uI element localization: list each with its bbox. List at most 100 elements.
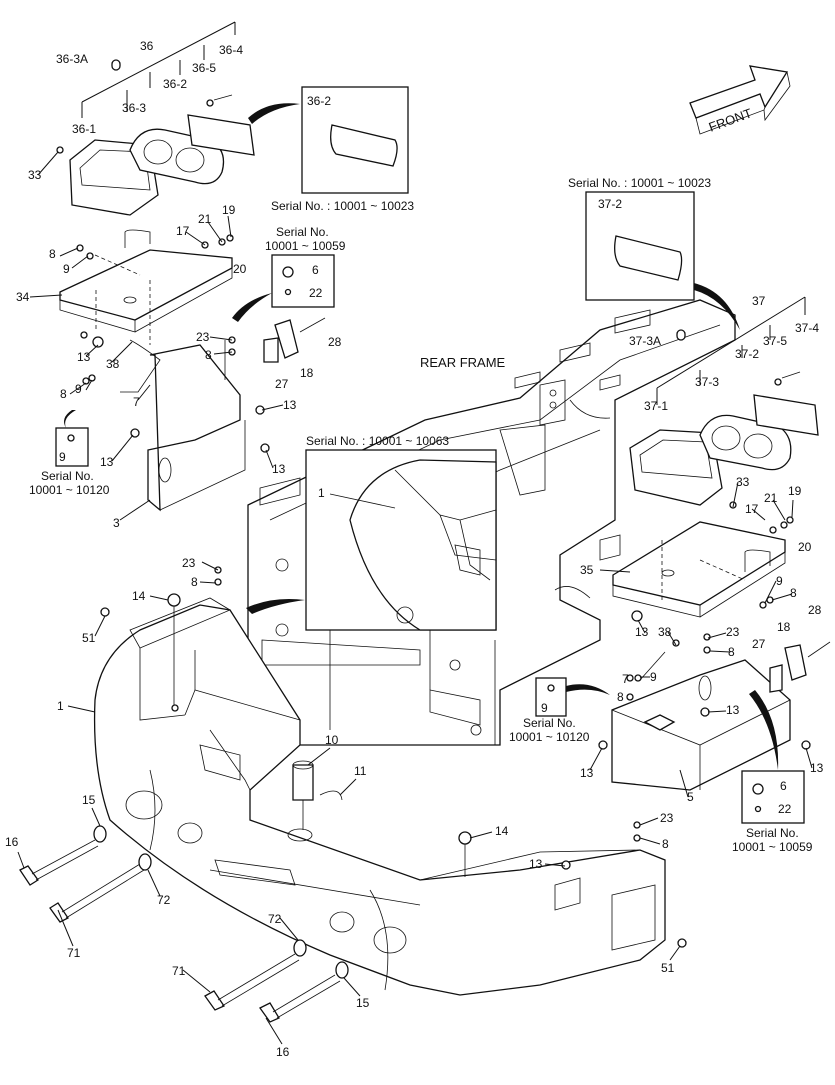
callout-7-left: 7 bbox=[133, 395, 140, 409]
callout-28-right: 28 bbox=[808, 603, 822, 617]
callout-19-left: 19 bbox=[222, 203, 236, 217]
inset-36-2-label: 36-2 bbox=[307, 94, 331, 108]
callout-7-right: 7 bbox=[622, 672, 629, 686]
inset-right-serial-head: Serial No. bbox=[746, 826, 799, 840]
callout-36-3a: 36-3A bbox=[56, 52, 88, 66]
bracket-5 bbox=[598, 501, 831, 791]
lamp-assembly-37 bbox=[629, 296, 819, 506]
inset-right-22: 22 bbox=[778, 802, 792, 816]
callout-37-5: 37-5 bbox=[763, 334, 787, 348]
inset-9-left-label: 9 bbox=[59, 450, 66, 464]
inset-9-left: 9 Serial No. 10001 ~ 10120 bbox=[29, 410, 110, 497]
inset-36-2: 36-2 Serial No. : 10001 ~ 10023 bbox=[248, 86, 414, 213]
callout-20-left: 20 bbox=[233, 262, 247, 276]
callout-labels: 36 36-3A 36-4 36-5 36-2 36-3 36-1 33 8 9… bbox=[5, 39, 824, 1059]
callout-23-left: 23 bbox=[196, 330, 210, 344]
callout-8-left-mid: 8 bbox=[205, 348, 212, 362]
callout-37: 37 bbox=[752, 294, 766, 308]
rear-frame-label: REAR FRAME bbox=[420, 355, 506, 370]
callout-9-left-top: 9 bbox=[63, 262, 70, 276]
callout-36-4: 36-4 bbox=[219, 43, 243, 57]
callout-8-right-top: 8 bbox=[790, 586, 797, 600]
lamp-assembly-36 bbox=[56, 21, 255, 216]
callout-71-right: 71 bbox=[172, 964, 186, 978]
callout-34: 34 bbox=[16, 290, 30, 304]
callout-13-cw: 13 bbox=[529, 857, 543, 871]
callout-1: 1 bbox=[57, 699, 64, 713]
callout-14-right: 14 bbox=[495, 824, 509, 838]
inset-37-2-serial: Serial No. : 10001 ~ 10023 bbox=[568, 176, 711, 190]
callout-37-3: 37-3 bbox=[695, 375, 719, 389]
inset-1: 1 Serial No. : 10001 ~ 10063 bbox=[246, 434, 497, 631]
inset-1-serial: Serial No. : 10001 ~ 10063 bbox=[306, 434, 449, 448]
inset-left-serial-head: Serial No. bbox=[276, 225, 329, 239]
callout-8-left-low: 8 bbox=[60, 387, 67, 401]
leader-lines bbox=[17, 151, 813, 1045]
callout-37-1: 37-1 bbox=[644, 399, 668, 413]
callout-23-right: 23 bbox=[726, 625, 740, 639]
inset-right-serial-range: 10001 ~ 10059 bbox=[732, 840, 813, 854]
counterweight-1 bbox=[93, 566, 687, 996]
front-arrow: FRONT bbox=[689, 65, 791, 135]
callout-37-3a: 37-3A bbox=[629, 334, 661, 348]
inset-9-left-serial-head: Serial No. bbox=[41, 469, 94, 483]
inset-9-right-serial-head: Serial No. bbox=[523, 716, 576, 730]
inset-36-2-serial: Serial No. : 10001 ~ 10023 bbox=[271, 199, 414, 213]
callout-8-right-mid: 8 bbox=[728, 645, 735, 659]
callout-11: 11 bbox=[354, 764, 367, 778]
callout-9-right-low: 9 bbox=[650, 670, 657, 684]
callout-51-right: 51 bbox=[661, 961, 675, 975]
inset-left-22: 22 bbox=[309, 286, 323, 300]
callout-8-left-top: 8 bbox=[49, 247, 56, 261]
callout-36-1: 36-1 bbox=[72, 122, 96, 136]
inset-37-2-label: 37-2 bbox=[598, 197, 622, 211]
callout-38-left: 38 bbox=[106, 357, 120, 371]
callout-8-cw-left: 8 bbox=[191, 575, 198, 589]
callout-13-left-b: 13 bbox=[283, 398, 297, 412]
callout-16-left: 16 bbox=[5, 835, 19, 849]
callout-10: 10 bbox=[325, 733, 339, 747]
callout-37-2: 37-2 bbox=[735, 347, 759, 361]
bracket-35 bbox=[612, 521, 786, 618]
inset-9-left-serial-range: 10001 ~ 10120 bbox=[29, 483, 110, 497]
callout-36: 36 bbox=[140, 39, 154, 53]
callout-13-right-b: 13 bbox=[726, 703, 740, 717]
bracket-3 bbox=[76, 234, 326, 512]
callout-13-left-d: 13 bbox=[272, 462, 286, 476]
inset-1-label: 1 bbox=[318, 486, 325, 500]
callout-71-left: 71 bbox=[67, 946, 81, 960]
callout-23-cw-right: 23 bbox=[660, 811, 674, 825]
inset-left-6: 6 bbox=[312, 263, 319, 277]
callout-72-right: 72 bbox=[268, 912, 282, 926]
callout-8-right-low: 8 bbox=[617, 690, 624, 704]
callout-23-cw-left: 23 bbox=[182, 556, 196, 570]
callout-33-right: 33 bbox=[736, 475, 750, 489]
callout-17-left: 17 bbox=[176, 224, 190, 238]
inset-9-right-label: 9 bbox=[541, 701, 548, 715]
callout-35: 35 bbox=[580, 563, 594, 577]
callout-21-right: 21 bbox=[764, 491, 778, 505]
inset-right-6: 6 bbox=[780, 779, 787, 793]
inset-6-22-left: 6 22 Serial No. 10001 ~ 10059 bbox=[232, 225, 346, 322]
callout-72-left: 72 bbox=[157, 893, 171, 907]
callout-20-right: 20 bbox=[798, 540, 812, 554]
callout-33-left: 33 bbox=[28, 168, 42, 182]
inset-left-serial-range: 10001 ~ 10059 bbox=[265, 239, 346, 253]
callout-9-left-low: 9 bbox=[75, 382, 82, 396]
callout-28-left: 28 bbox=[328, 335, 342, 349]
callout-9-right-top: 9 bbox=[776, 574, 783, 588]
bracket-34 bbox=[59, 229, 233, 345]
callout-13-left-c: 13 bbox=[100, 455, 114, 469]
callout-17-right: 17 bbox=[745, 502, 759, 516]
callout-15-left: 15 bbox=[82, 793, 96, 807]
inset-37-2: 37-2 Serial No. : 10001 ~ 10023 bbox=[568, 176, 740, 330]
callout-36-3: 36-3 bbox=[122, 101, 146, 115]
inset-9-right: 9 Serial No. 10001 ~ 10120 bbox=[509, 677, 610, 744]
callout-36-5: 36-5 bbox=[192, 61, 216, 75]
callout-18-right: 18 bbox=[777, 620, 791, 634]
callout-15-right: 15 bbox=[356, 996, 370, 1010]
mounting-bolts bbox=[19, 825, 349, 1023]
callout-38-right: 38 bbox=[658, 625, 672, 639]
